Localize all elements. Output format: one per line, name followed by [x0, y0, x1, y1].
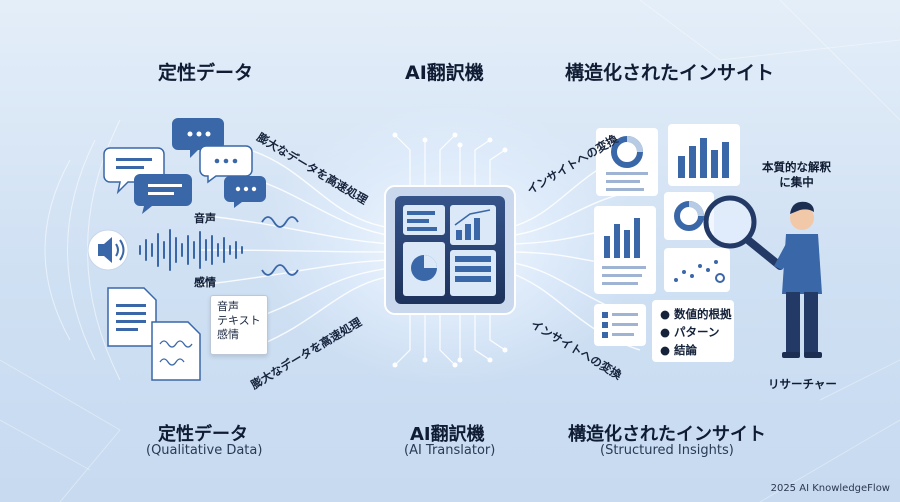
footer-structured-insights-en: (Structured Insights)	[600, 443, 734, 458]
researcher-caption: 本質的な解釈 に集中	[762, 160, 831, 189]
header-ai-translator: AI翻訳機	[405, 62, 484, 84]
note-line: 音声	[217, 300, 239, 313]
insight-cards	[594, 124, 740, 362]
note-line: 感情	[217, 328, 239, 341]
footer-ai-translator-en: (AI Translator)	[404, 443, 496, 458]
footer-structured-insights: 構造化されたインサイト	[568, 424, 766, 445]
insight-bullet: ● 結論	[660, 343, 698, 357]
researcher-figure	[703, 195, 822, 358]
ai-chip	[384, 185, 516, 315]
insight-bullet: ● 数値的根拠	[660, 307, 732, 321]
copyright: 2025 AI KnowledgeFlow	[770, 483, 890, 494]
header-qualitative-data: 定性データ	[158, 62, 254, 84]
handwritten-note: 音声 テキスト 感情	[210, 295, 268, 355]
emotion-waves	[261, 216, 299, 276]
speech-bubble-icons	[103, 118, 266, 214]
researcher-label: リサーチャー	[768, 377, 837, 391]
voice-label: 音声	[194, 212, 216, 225]
document-icons	[107, 287, 201, 381]
circuit-nodes	[392, 132, 508, 368]
footer-qualitative-data: 定性データ	[158, 424, 248, 445]
emotion-label: 感情	[194, 276, 216, 289]
header-structured-insights: 構造化されたインサイト	[565, 62, 775, 84]
audio-waveform	[139, 229, 243, 271]
note-line: テキスト	[217, 314, 261, 327]
footer-qualitative-data-en: (Qualitative Data)	[146, 443, 263, 458]
footer-ai-translator: AI翻訳機	[410, 424, 485, 445]
insight-bullet: ● パターン	[660, 325, 720, 339]
circuit-traces	[394, 134, 506, 366]
speaker-icon	[87, 229, 129, 271]
